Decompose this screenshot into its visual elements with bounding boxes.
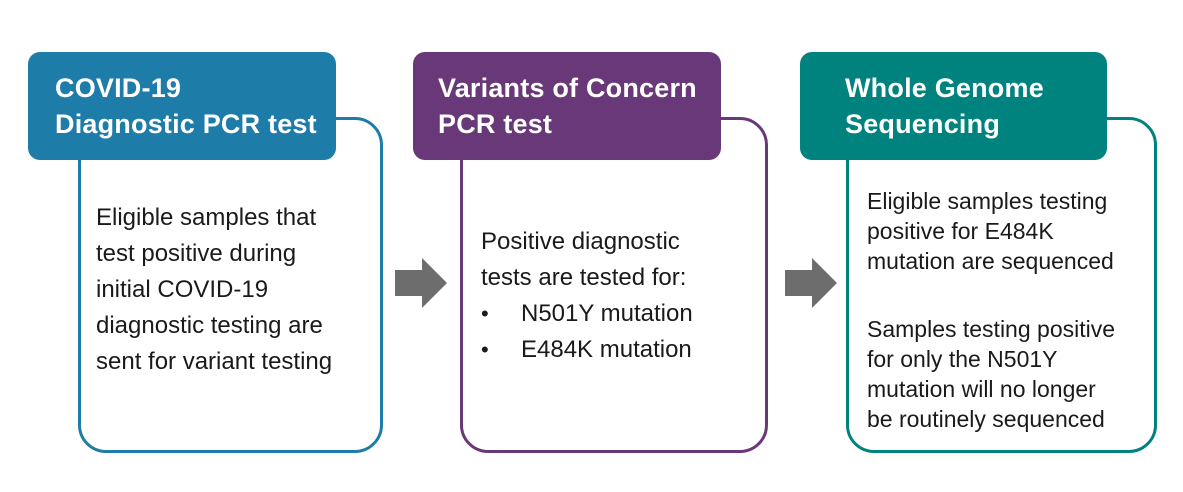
voc-pcr-header: Variants of Concern PCR test	[413, 52, 721, 160]
bullet-icon: •	[481, 337, 489, 362]
flow-arrow-right-icon	[785, 258, 837, 308]
diagnostic-pcr-header-title: COVID-19 Diagnostic PCR test	[55, 73, 317, 139]
bullet-icon: •	[481, 301, 489, 326]
voc-pcr-header-title: Variants of Concern PCR test	[438, 73, 697, 139]
wgs-body-paragraph-1: Eligible samples testing positive for E4…	[867, 188, 1114, 274]
wgs-header-title: Whole Genome Sequencing	[845, 73, 1044, 139]
wgs-body-paragraph-2: Samples testing positive for only the N5…	[867, 316, 1116, 432]
voc-pcr-body-panel: Positive diagnostic tests are tested for…	[460, 117, 768, 453]
diagnostic-pcr-body-panel: Eligible samples that test positive duri…	[78, 117, 383, 453]
voc-bullet-label-n501y: N501Y mutation	[521, 300, 693, 327]
diagnostic-pcr-header: COVID-19 Diagnostic PCR test	[28, 52, 336, 160]
voc-bullet-item: • N501Y mutation	[481, 296, 755, 332]
diagnostic-pcr-body-text: Eligible samples that test positive duri…	[96, 204, 333, 375]
voc-bullet-item: • E484K mutation	[481, 332, 755, 368]
voc-bullet-label-e484k: E484K mutation	[521, 336, 692, 363]
wgs-body-panel: Eligible samples testing positive for E4…	[846, 117, 1157, 453]
voc-pcr-body-intro: Positive diagnostic tests are tested for…	[481, 228, 687, 291]
flow-arrow-right-icon	[395, 258, 447, 308]
wgs-header: Whole Genome Sequencing	[800, 52, 1107, 160]
